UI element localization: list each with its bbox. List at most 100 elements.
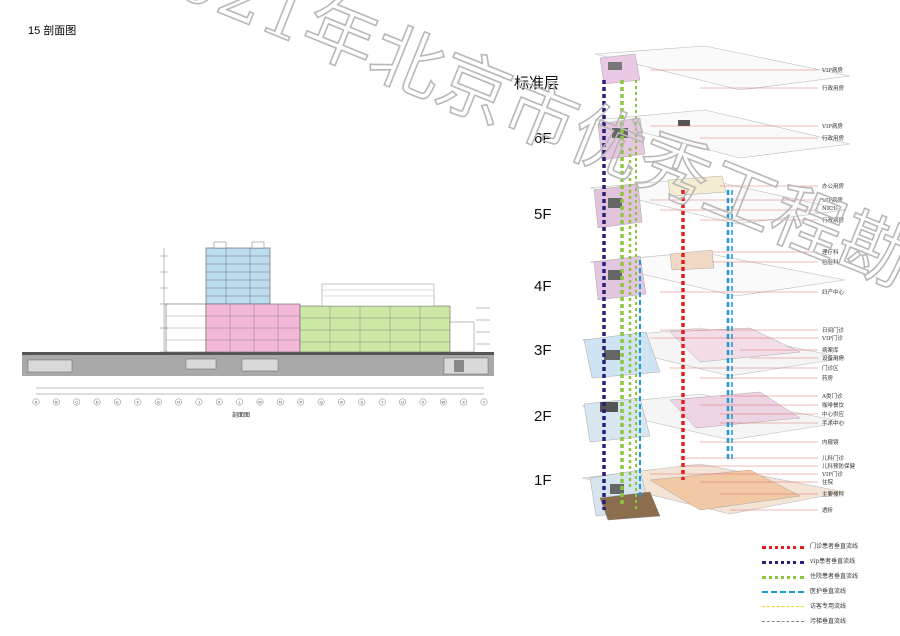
room-label: 主要楼科 <box>822 492 845 498</box>
room-label: 住院 <box>822 480 834 486</box>
axis-label: H <box>177 401 180 405</box>
room-label: 儿科预防保健 <box>822 464 856 470</box>
legend-label: 访客专用流线 <box>810 603 847 610</box>
room-label: 中心供应 <box>822 412 845 418</box>
floor-plate-4f <box>589 249 846 301</box>
room-label: 咖啡餐饮 <box>822 403 845 409</box>
axis-bubble <box>134 398 142 406</box>
room-label: VIP门诊 <box>822 472 843 478</box>
axis-label: V <box>422 401 425 405</box>
axis-label: J <box>198 401 200 405</box>
legend-swatch-vip <box>762 561 804 564</box>
axis-label: G <box>157 401 160 405</box>
axis-bubble <box>236 398 244 406</box>
axis-label: R <box>340 401 343 405</box>
axis-label: C <box>75 401 78 405</box>
section-caption: 剖面图 <box>232 413 251 419</box>
legend-swatch-visitor <box>762 606 804 607</box>
axis-bubble <box>256 398 264 406</box>
room-label: 透析 <box>822 508 834 514</box>
room-label: 日间门诊 <box>822 328 845 334</box>
room-label: 行政病房 <box>822 218 845 224</box>
legend-swatch-inpatient <box>762 576 804 579</box>
room-label: 门诊区 <box>822 366 839 372</box>
vertical-flow-lines <box>602 80 733 510</box>
axonometric-diagram: 标准层 6F 5F 4F 3F 2F 1F VIP病房 行政用房 VIP病房 行… <box>500 40 900 540</box>
axis-label: S <box>361 401 364 405</box>
room-label: 理疗科 <box>822 250 839 256</box>
axis-bubble <box>439 398 447 406</box>
axis-bubble <box>215 398 223 406</box>
floor-label-2f: 2F <box>534 408 552 425</box>
axis-label: E <box>116 401 119 405</box>
axis-label: X <box>462 401 465 405</box>
axis-label: T <box>381 401 384 405</box>
tower-block <box>205 247 271 305</box>
legend-label: 医护垂直流线 <box>810 588 847 595</box>
axis-bubble <box>195 398 203 406</box>
axis-label: Q <box>320 401 323 405</box>
axis-bubble <box>358 398 366 406</box>
legend-swatch-medical-staff <box>762 591 804 593</box>
axis-label: N <box>279 401 282 405</box>
legend: 门诊患者垂直流线 vip患者垂直流线 住院患者垂直流线 医护垂直流线 访客专用流… <box>762 540 892 630</box>
legend-item: 医护垂直流线 <box>762 585 892 600</box>
axis-bubble <box>73 398 81 406</box>
floor-label-5f: 5F <box>534 206 552 223</box>
legend-label: vip患者垂直流线 <box>810 558 856 565</box>
axis-bubble <box>175 398 182 406</box>
axis-bubble <box>399 398 406 406</box>
room-label: 设备用房 <box>822 356 845 362</box>
axis-label: P <box>299 401 302 405</box>
legend-item: 门诊患者垂直流线 <box>762 540 892 555</box>
legend-label: 门诊患者垂直流线 <box>810 543 859 550</box>
room-label: 行政用房 <box>822 136 845 142</box>
room-label: 妇产中心 <box>822 290 845 296</box>
room-label: 手术中心 <box>822 421 845 427</box>
axis-bubble <box>378 398 386 406</box>
axis-bubble <box>114 398 121 406</box>
axis-label: D <box>96 401 99 405</box>
floor-label-1f: 1F <box>534 472 552 489</box>
legend-swatch-dirty-lift <box>762 621 804 622</box>
floor-label-3f: 3F <box>534 342 552 359</box>
page-title: 15 剖面图 <box>28 25 77 37</box>
room-label: 内窥镜 <box>822 440 839 446</box>
axo-svg <box>581 45 851 521</box>
floor-plate-2f <box>581 391 846 443</box>
room-label: VIP病房 <box>822 124 843 130</box>
room-label: A类门诊 <box>822 394 843 400</box>
room-label: 病案库 <box>822 348 839 354</box>
legend-item: vip患者垂直流线 <box>762 555 892 570</box>
floor-plate-6f <box>594 109 851 161</box>
axis-bubble <box>460 398 468 406</box>
room-label: 行政用房 <box>822 86 845 92</box>
axis-bubble <box>154 398 162 406</box>
legend-label: 住院患者垂直流线 <box>810 573 859 580</box>
axis-label: K <box>218 401 221 405</box>
floor-plate-5f <box>589 175 846 229</box>
label-leaders <box>650 69 818 511</box>
legend-item: 访客专用流线 <box>762 600 892 615</box>
room-label: 检验科 <box>822 260 839 266</box>
floor-plate-standard <box>594 45 851 91</box>
ground-line <box>22 352 494 355</box>
axis-bubble <box>52 398 60 406</box>
axis-bubble <box>317 398 325 406</box>
room-label: 药房 <box>822 376 834 382</box>
axis-label: W <box>441 401 445 405</box>
room-label: VIP病房 <box>822 68 843 74</box>
axis-label: F <box>137 401 140 405</box>
axis-bubble <box>297 398 305 406</box>
axis-label: U <box>401 401 404 405</box>
room-label: 办公用房 <box>822 184 845 190</box>
axis-label: M <box>258 401 261 405</box>
room-label: VIP病房 <box>822 198 843 204</box>
floor-label-standard: 标准层 <box>514 75 560 92</box>
axis-bubble <box>276 398 284 406</box>
axis-bubble <box>32 398 40 406</box>
axis-label: B <box>55 401 58 405</box>
legend-label: 污梯垂直流线 <box>810 618 847 625</box>
